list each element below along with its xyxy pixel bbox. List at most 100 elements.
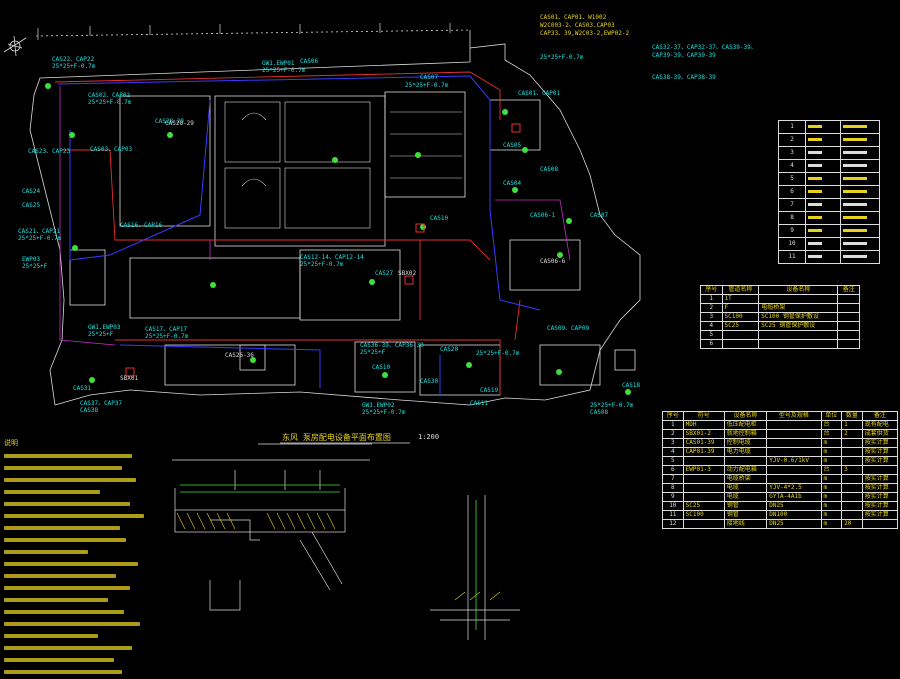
table-cell: 5 [778,172,806,186]
table-cell: 钢管 [723,510,768,520]
table-cell: 低压配电柜 [723,420,768,430]
notes-line [4,667,154,676]
table-cell: 6 [662,465,684,475]
cable-label: GW1.EWP01 [262,60,295,67]
table-cell [758,339,839,349]
table-cell [841,438,863,448]
table-row: 6 [778,185,880,199]
table-row: 5 [700,330,860,340]
cable-label: CAS27 [375,270,394,277]
notes-line [4,559,154,568]
table-cell: 电缆 [723,492,768,502]
cable-label: CAS22、CAP22 [52,56,95,63]
table-cell [805,250,841,264]
cable-label: 25*25+F-0.7m [405,82,449,89]
table-cell: 动力配电箱 [723,465,768,475]
table-cell: MDH [682,420,725,430]
table-cell: GYTA-4A1b [766,492,822,502]
table-row: 10 [778,237,880,251]
table-cell [837,312,860,322]
notes-lines [4,451,154,676]
table-cell [758,294,839,304]
table-cell: 按实计算 [861,447,899,457]
table-cell: DN25 [766,519,822,529]
fence-ticks [37,23,451,40]
table-header-row: 序号管道名称设备名称备注 [700,285,860,295]
notes-title: 说明 [4,439,18,447]
notes-line [4,655,154,664]
table-cell [723,456,768,466]
notes-line [4,595,154,604]
cable-label: CAS09、CAP09 [547,325,590,332]
table-cell: CAS01-39 [682,438,725,448]
notes-line [4,607,154,616]
table-cell [805,211,841,225]
section-hatching [176,512,501,601]
schedule-line: CAP33、39,W2C03-2,EWP02-2 [540,30,630,37]
cable-label: CAS07 [420,74,439,81]
notes-line [4,619,154,628]
table-cell: m [820,501,843,511]
table-cell [766,465,822,475]
cable-label: CAS30 [420,378,439,385]
notes-line [4,547,154,556]
table-header-cell: 单位 [820,411,843,421]
table-cell: 按实计算 [861,492,899,502]
cable-label: CAS28-29 [155,118,184,125]
table-row: 5 [778,172,880,186]
cable-label: CAS06-1 [530,212,556,219]
table-cell [766,447,822,457]
table-cell [840,211,880,225]
table-cell: 现有配电 [861,420,899,430]
table-cell: YJV-4*2.5 [766,483,822,493]
notes-line [4,451,154,460]
table-cell [805,198,841,212]
table-cell: 按实计算 [861,474,899,484]
cable-label: CAS03、CAP03 [90,146,133,153]
cable-label: 25*25+F-0.7m [52,63,96,70]
table-header-row: 序号符号设备名称型号及规格单位数量备注 [662,411,899,421]
cable-label: CAS08 [540,166,559,173]
table-row: 3 [778,146,880,160]
legend-line: CAS32-37、CAP32-37、CAS39-39、 [652,44,757,51]
table-cell [721,330,760,340]
cable-label: CAS11 [470,400,489,407]
cable-label: 25*25+F-0.7m [300,261,344,268]
cable-label: 25*25+F [88,331,114,338]
table-cell [837,294,860,304]
notes-line [4,487,154,496]
notes-line [4,511,154,520]
table-cell [861,519,899,529]
cable-label: CAS18 [622,382,641,389]
table-cell: 3 [662,438,684,448]
table-cell: EWP01-3 [682,465,725,475]
table-cell: 2 [700,303,723,313]
table-cell: 9 [662,492,684,502]
table-cell [840,198,880,212]
trench-section-drawing [172,442,520,640]
table-header-cell: 序号 [700,285,723,295]
cable-label: CAS23、CAP23 [28,148,71,155]
cable-label: CAS10 [372,364,391,371]
cable-label: CAS05 [503,142,522,149]
table-cell [840,120,880,134]
notes-line [4,643,154,652]
table-cell [841,501,863,511]
cable-label: CAS07 [590,212,609,219]
equipment-label: CAS28-29 [165,120,194,127]
notes-line [4,583,154,592]
cable-label: EWP03 [22,256,41,263]
table-cell [805,146,841,160]
equipment-markers [45,83,631,395]
table-cell: 1 [662,420,684,430]
table-row: 7 [778,198,880,212]
cable-label: CAS36-39、CAP36-39 [360,342,424,349]
table-cell [840,250,880,264]
cable-label: CAS02、CAP02 [88,92,131,99]
cable-label: CAS16、CAP16 [120,222,163,229]
